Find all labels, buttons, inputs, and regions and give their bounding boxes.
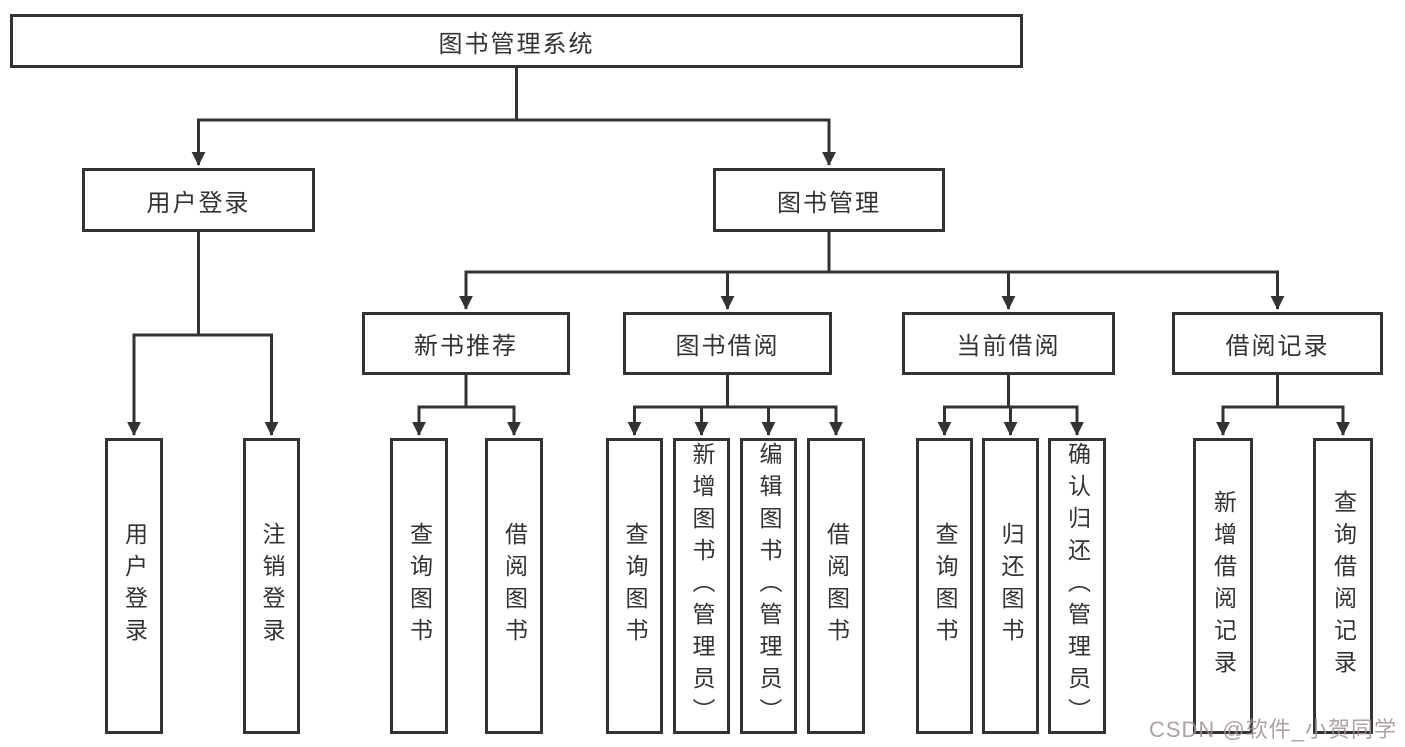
node-new-book-recommend-label: 新书推荐 (414, 333, 518, 360)
node-leaf-borrowing-borrow-books: 借阅图书 (807, 438, 865, 734)
node-leaf-records-add-record-label: 新增借阅记录 (1210, 490, 1237, 682)
node-leaf-recommend-borrow-books-label: 借阅图书 (501, 522, 528, 650)
node-book-management: 图书管理 (713, 168, 945, 232)
node-leaf-recommend-query-books-label: 查询图书 (406, 522, 433, 650)
node-book-borrowing-label: 图书借阅 (675, 333, 780, 360)
node-leaf-user-login-label: 用户登录 (121, 522, 148, 650)
node-user-login-label: 用户登录 (146, 189, 251, 217)
node-leaf-current-query-books-label: 查询图书 (932, 522, 958, 650)
node-leaf-recommend-borrow-books: 借阅图书 (485, 438, 543, 734)
node-current-borrowing-label: 当前借阅 (956, 333, 1061, 360)
node-leaf-borrowing-add-books-label: 新增图书（管理员） (689, 442, 715, 730)
watermark: CSDN @软件_小贺同学 (1148, 717, 1397, 742)
node-leaf-current-return-books-label: 归还图书 (998, 522, 1024, 650)
node-leaf-borrowing-edit-books: 编辑图书（管理员） (740, 438, 797, 734)
node-book-borrowing: 图书借阅 (623, 312, 832, 375)
node-leaf-logout-label: 注销登录 (259, 522, 285, 650)
node-leaf-borrowing-add-books: 新增图书（管理员） (673, 438, 730, 734)
node-new-book-recommend: 新书推荐 (362, 312, 570, 375)
node-leaf-borrowing-edit-books-label: 编辑图书（管理员） (756, 442, 782, 730)
node-leaf-user-login: 用户登录 (105, 438, 163, 734)
node-current-borrowing: 当前借阅 (902, 312, 1115, 375)
node-leaf-current-confirm-return: 确认归还（管理员） (1048, 438, 1106, 734)
node-leaf-records-query-record: 查询借阅记录 (1313, 438, 1373, 734)
node-borrowing-records-label: 借阅记录 (1225, 333, 1330, 360)
node-leaf-current-confirm-return-label: 确认归还（管理员） (1064, 442, 1091, 730)
node-book-management-label: 图书管理 (777, 189, 881, 217)
node-leaf-records-add-record: 新增借阅记录 (1193, 438, 1253, 734)
node-borrowing-records: 借阅记录 (1172, 312, 1383, 375)
node-leaf-borrowing-query-books: 查询图书 (606, 438, 663, 734)
node-root-label: 图书管理系统 (438, 30, 595, 58)
node-user-login: 用户登录 (82, 168, 315, 232)
node-leaf-borrowing-query-books-label: 查询图书 (622, 522, 648, 650)
node-leaf-current-return-books: 归还图书 (982, 438, 1039, 734)
node-leaf-current-query-books: 查询图书 (916, 438, 973, 734)
node-leaf-records-query-record-label: 查询借阅记录 (1330, 490, 1357, 682)
node-leaf-logout: 注销登录 (243, 438, 300, 734)
node-root: 图书管理系统 (10, 14, 1023, 68)
node-leaf-borrowing-borrow-books-label: 借阅图书 (823, 522, 850, 650)
node-leaf-recommend-query-books: 查询图书 (390, 438, 448, 734)
